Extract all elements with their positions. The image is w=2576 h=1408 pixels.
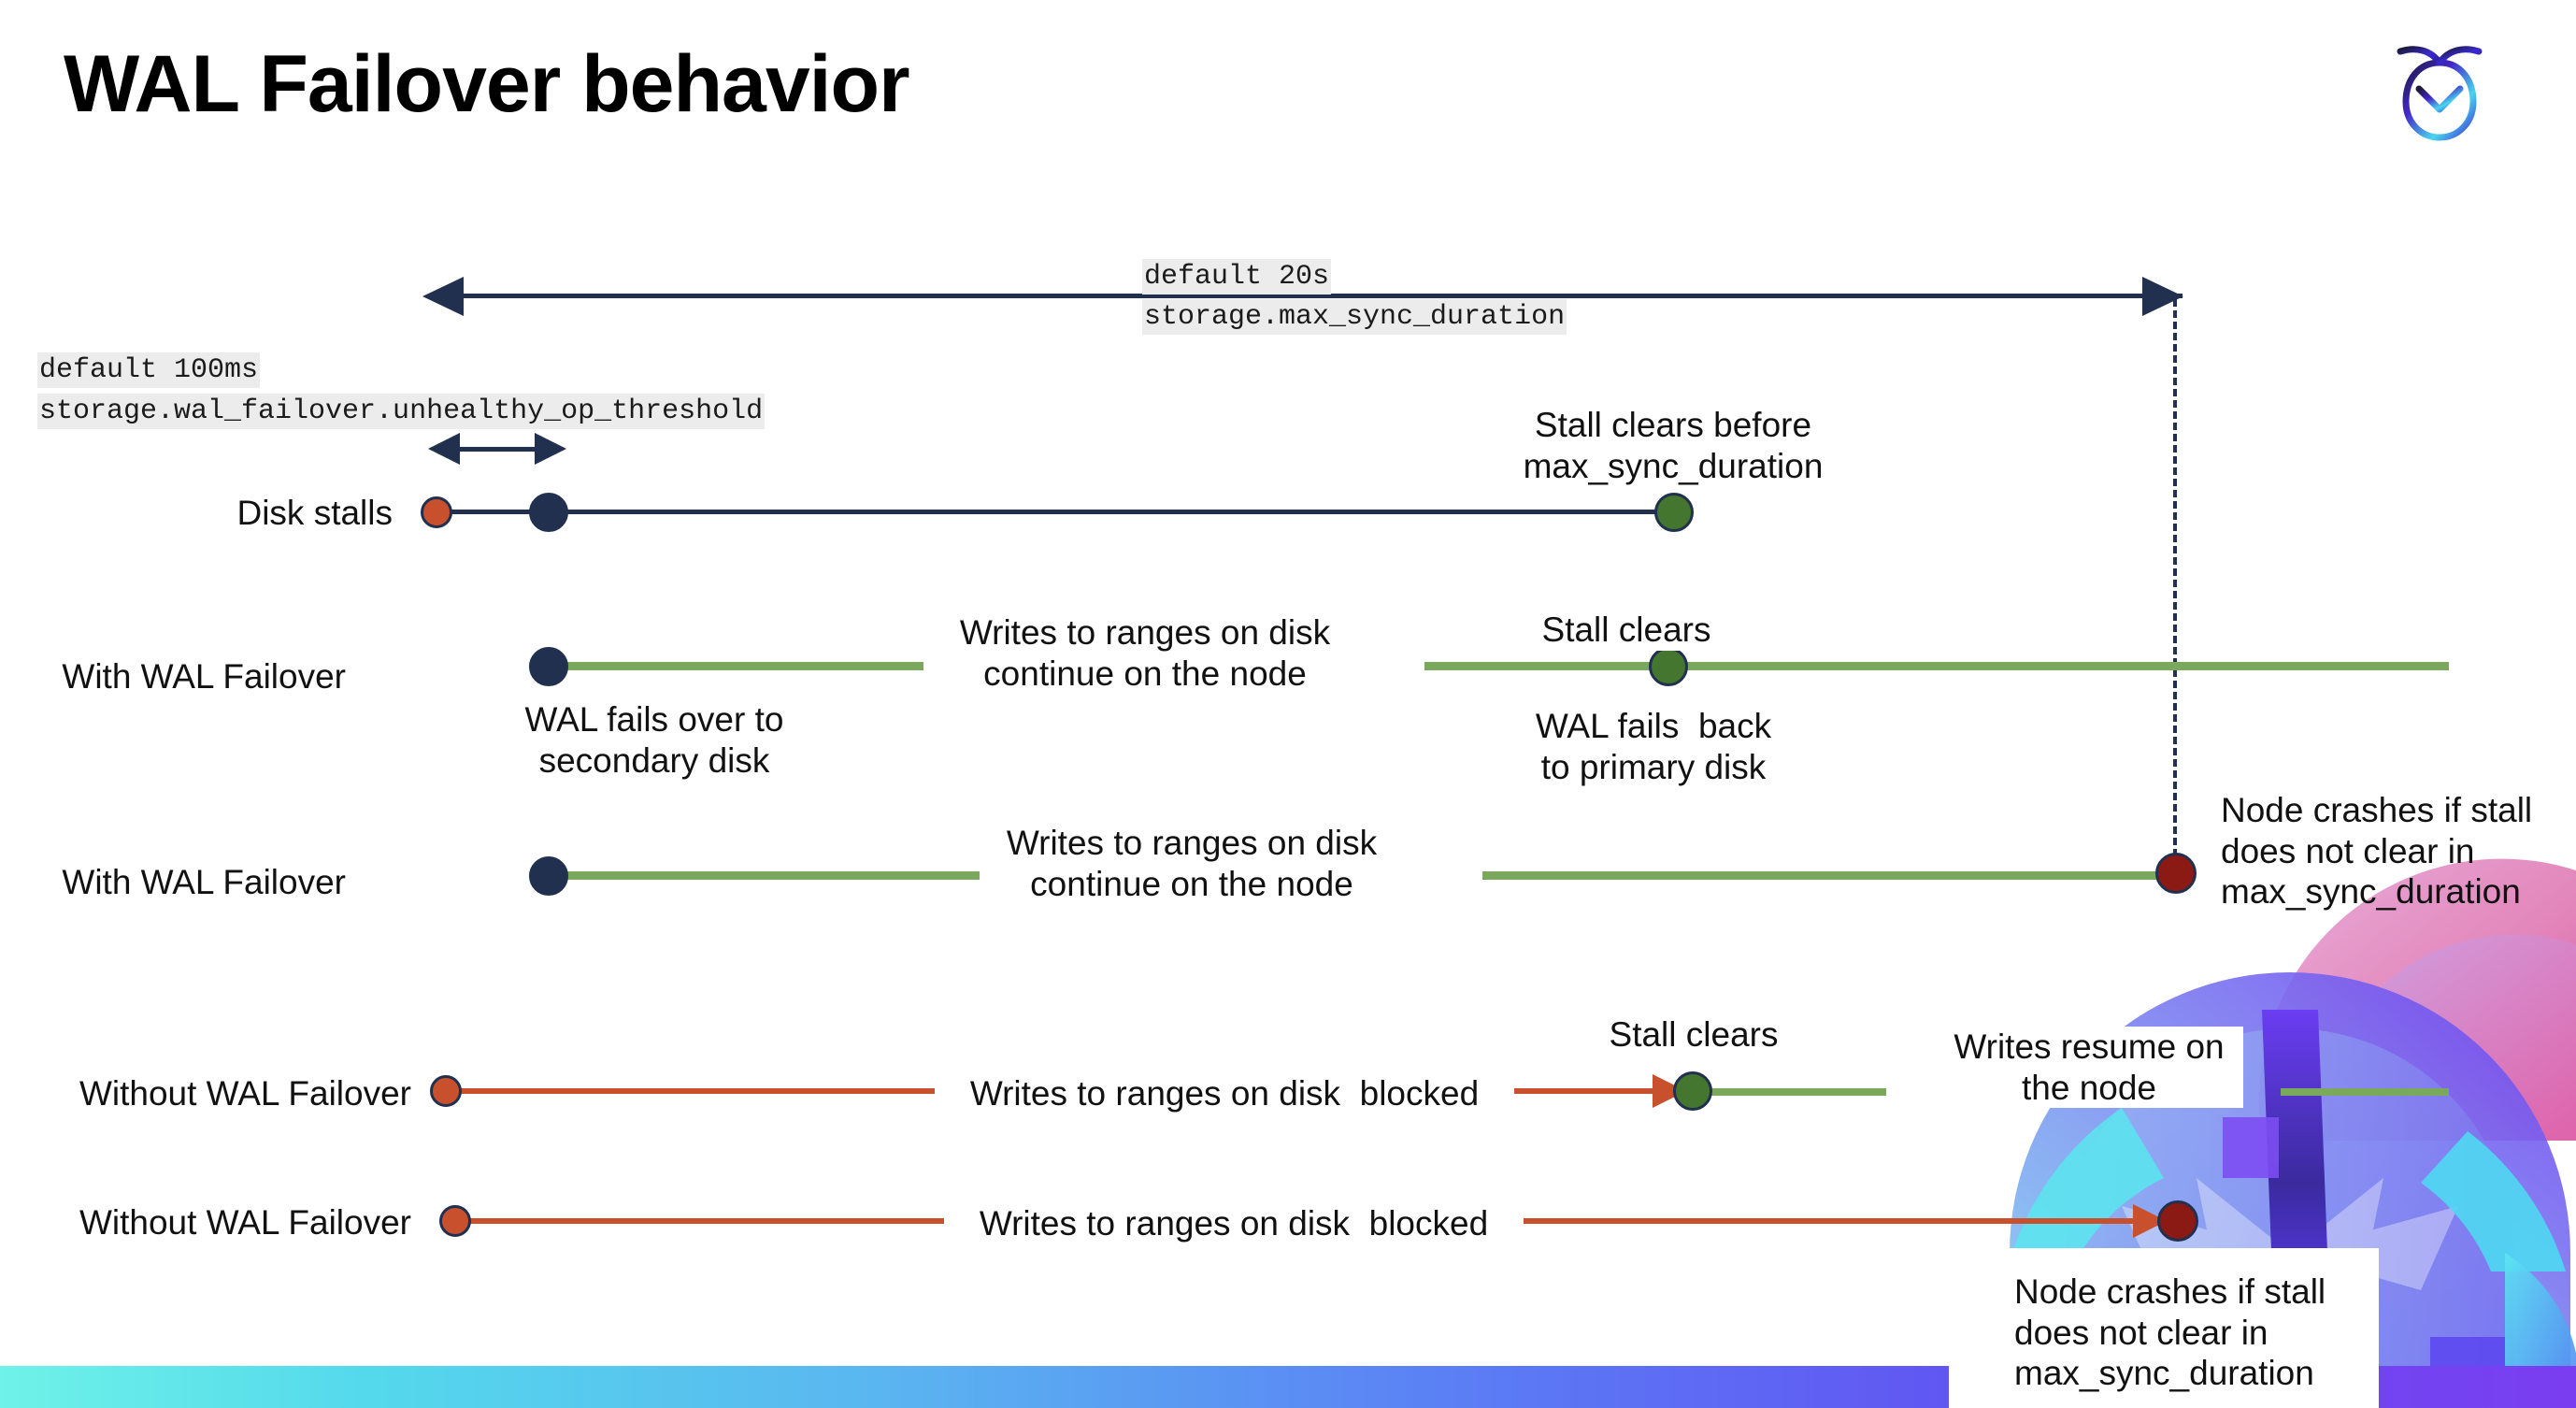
- left-white-mask: [0, 1248, 1991, 1370]
- wal-failover-1-failover-dot: [529, 647, 568, 686]
- max-sync-duration-name: storage.max_sync_duration: [1142, 299, 1567, 336]
- cockroachdb-logo-icon: [2393, 33, 2486, 145]
- row-label-without-wal-failover-1: Without WAL Failover: [79, 1074, 411, 1113]
- without-failover-2-stall-start-dot: [439, 1205, 471, 1237]
- disk-stalls-timeline: [436, 510, 1671, 514]
- bar-right-mask: [1949, 1366, 2379, 1408]
- max-sync-duration-default: default 20s: [1142, 259, 1332, 295]
- row-label-disk-stalls: Disk stalls: [236, 494, 393, 532]
- axis-left-arrowhead: [422, 277, 464, 316]
- wal-failover-2-segment-b: [1482, 871, 2176, 880]
- without-failover-1-resume-segment-a: [1699, 1088, 1886, 1096]
- without-failover-1-resume-segment-b: [2281, 1088, 2449, 1096]
- annotation-writes-resume: Writes resume on the node: [1935, 1027, 2243, 1109]
- disk-stall-detected-dot: [529, 493, 568, 532]
- threshold-right-arrowhead: [535, 433, 566, 465]
- annotation-node-crashes-1: Node crashes if stall does not clear in …: [2221, 791, 2533, 912]
- annotation-writes-continue-1: Writes to ranges on disk continue on the…: [935, 612, 1355, 695]
- unhealthy-threshold-span: [437, 447, 557, 452]
- annotation-stall-clears-2: Stall clears: [1563, 1014, 1825, 1056]
- row-label-without-wal-failover-2: Without WAL Failover: [79, 1203, 411, 1242]
- row-label-with-wal-failover-1: With WAL Failover: [62, 657, 346, 696]
- wal-failover-2-failover-dot: [529, 856, 568, 896]
- without-failover-2-arrowhead: [2133, 1204, 2167, 1238]
- page-title: WAL Failover behavior: [64, 39, 910, 129]
- axis-right-arrowhead: [2142, 277, 2183, 316]
- disk-stall-cleared-dot: [1654, 493, 1694, 532]
- without-failover-1-arrowhead: [1653, 1074, 1686, 1108]
- wal-failover-1-segment-b: [1424, 662, 2449, 670]
- row-label-with-wal-failover-2: With WAL Failover: [62, 863, 346, 901]
- disk-stall-start-dot: [421, 496, 452, 528]
- threshold-left-arrowhead: [428, 433, 460, 465]
- without-failover-1-stall-start-dot: [430, 1075, 462, 1107]
- wal-failover-2-crash-dot: [2155, 853, 2197, 894]
- wal-failover-1-segment-a: [540, 662, 923, 670]
- without-failover-2-crash-dot: [2157, 1200, 2198, 1242]
- unhealthy-op-threshold-default: default 100ms: [37, 352, 261, 389]
- annotation-writes-blocked-1: Writes to ranges on disk blocked: [935, 1073, 1514, 1114]
- without-failover-1-stall-clears-dot: [1673, 1071, 1712, 1111]
- annotation-writes-blocked-2: Writes to ranges on disk blocked: [944, 1203, 1524, 1244]
- wal-failover-2-segment-a: [540, 871, 980, 880]
- unhealthy-op-threshold-name: storage.wal_failover.unhealthy_op_thresh…: [37, 394, 766, 430]
- max-sync-duration-dashed-guide: [2173, 299, 2177, 879]
- annotation-stall-clears-before-max-sync: Stall clears before max_sync_duration: [1523, 406, 1824, 485]
- annotation-node-crashes-2: Node crashes if stall does not clear in …: [2014, 1272, 2326, 1393]
- annotation-wal-fails-over: WAL fails over to secondary disk: [524, 700, 784, 780]
- annotation-writes-continue-2: Writes to ranges on disk continue on the…: [981, 823, 1402, 905]
- max-sync-duration-axis: [430, 294, 2182, 298]
- annotation-stall-clears-1: Stall clears: [1496, 610, 1757, 651]
- wal-failover-1-stall-clears-dot: [1649, 647, 1688, 686]
- annotation-wal-fails-back: WAL fails back to primary disk: [1535, 707, 1772, 786]
